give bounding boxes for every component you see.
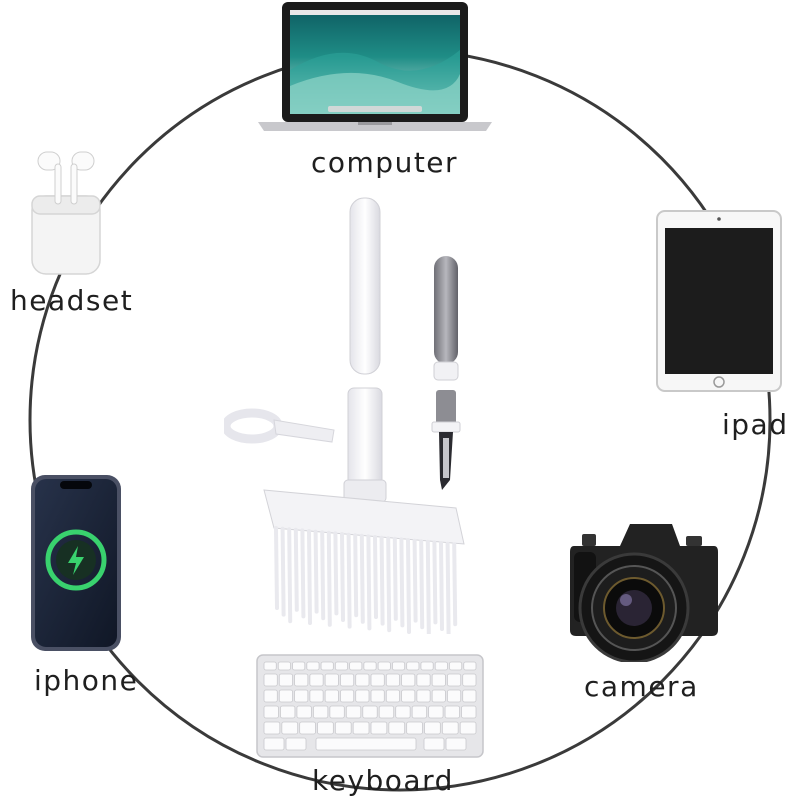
earbuds-icon: [28, 146, 104, 276]
laptop-icon: [258, 0, 492, 132]
cleaning-brush-icon: [224, 194, 474, 634]
label-ipad: ipad: [722, 408, 789, 441]
label-iphone: iphone: [34, 664, 139, 697]
tablet-icon: [656, 210, 782, 392]
keyboard-icon: [256, 654, 484, 758]
camera-icon: [568, 512, 720, 662]
label-headset: headset: [10, 284, 134, 317]
label-keyboard: keyboard: [312, 764, 454, 797]
label-computer: computer: [311, 146, 459, 179]
label-camera: camera: [584, 670, 699, 703]
smartphone-icon: [30, 474, 122, 652]
